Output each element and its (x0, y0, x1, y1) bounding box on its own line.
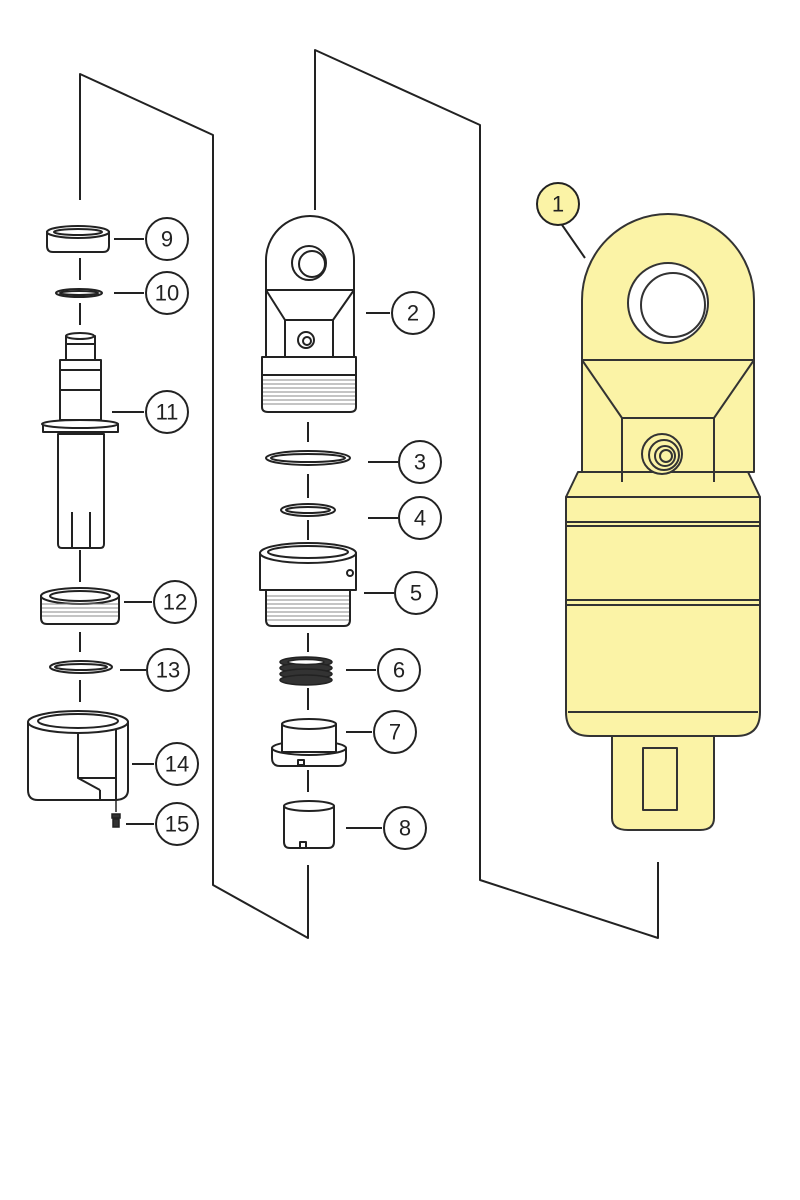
part-3-o-ring (265, 450, 351, 466)
assembly-path-lines (79, 49, 659, 939)
part-1-assembled-body (565, 213, 761, 831)
callout-8-label: 8 (399, 816, 411, 841)
assembly-line-middle (314, 49, 659, 939)
callout-6: 6 (377, 648, 421, 692)
callout-11-label: 11 (156, 400, 179, 425)
callout-2: 2 (391, 291, 435, 335)
callout-13-label: 13 (156, 658, 180, 683)
part-15-grease-fitting (111, 800, 121, 828)
callout-1-label: 1 (552, 192, 564, 217)
callout-15: 15 (155, 802, 199, 846)
callout-4-label: 4 (414, 506, 426, 531)
part-12-threaded-ring (40, 587, 120, 625)
callout-14: 14 (155, 742, 199, 786)
callout-13: 13 (146, 648, 190, 692)
callout-12-label: 12 (163, 590, 187, 615)
part-4-o-ring (280, 503, 336, 517)
callout-5: 5 (394, 571, 438, 615)
part-6-seal-stack (279, 656, 333, 686)
callout-11: 11 (145, 390, 189, 434)
assembly-line-left (79, 73, 309, 939)
part-10-o-ring (55, 288, 103, 298)
part-13-o-ring (49, 660, 113, 674)
callout-9-label: 9 (161, 227, 173, 252)
callout-14-label: 14 (165, 752, 189, 777)
part-7-flanged-bushing (271, 718, 347, 767)
callout-9: 9 (145, 217, 189, 261)
callout-7: 7 (373, 710, 417, 754)
callout-7-label: 7 (389, 720, 401, 745)
callout-5-label: 5 (410, 581, 422, 606)
part-14-split-collar (27, 710, 129, 801)
callout-3-label: 3 (414, 450, 426, 475)
callout-15-label: 15 (165, 812, 189, 837)
callout-12: 12 (153, 580, 197, 624)
callout-4: 4 (398, 496, 442, 540)
callout-2-label: 2 (407, 301, 419, 326)
callout-6-label: 6 (393, 658, 405, 683)
part-5-gland (259, 542, 357, 627)
callout-8: 8 (383, 806, 427, 850)
callout-3: 3 (398, 440, 442, 484)
callout-10-label: 10 (155, 281, 179, 306)
part-8-sleeve (283, 800, 335, 849)
callout-1: 1 (536, 182, 580, 226)
part-11-shaft (41, 332, 119, 549)
part-2-eye-end (261, 215, 357, 413)
part-9-bearing-ring (46, 225, 110, 253)
callout-10: 10 (145, 271, 189, 315)
